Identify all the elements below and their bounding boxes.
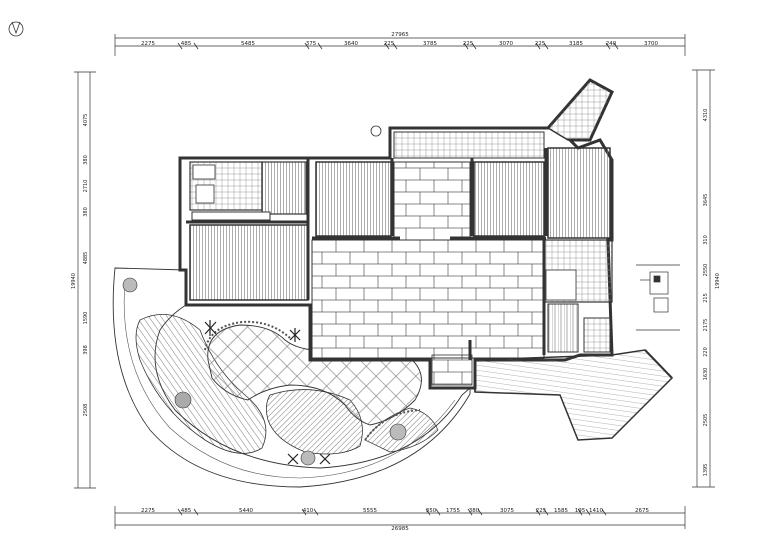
dim-top-seg: 225 <box>384 41 395 47</box>
dim-bottom-seg: 5440 <box>239 508 253 514</box>
tree-icon <box>122 277 138 293</box>
dim-top-seg: 485 <box>181 41 192 47</box>
dim-left-seg: 380 <box>83 207 89 217</box>
dim-top-seg: 375 <box>306 41 317 47</box>
dim-bottom-seg: 3075 <box>500 508 514 514</box>
room-floor-east <box>547 147 611 239</box>
foyer-floor <box>393 161 471 241</box>
dim-bottom-seg: 2275 <box>141 508 155 514</box>
tree-icon <box>174 391 192 409</box>
dim-bottom-seg: 2675 <box>635 508 649 514</box>
dim-right-seg: 3645 <box>703 194 709 207</box>
dim-left-seg: 2508 <box>83 404 89 417</box>
dim-right-seg: 1630 <box>703 368 709 381</box>
dim-top-seg: 2275 <box>141 41 155 47</box>
shrub-icon <box>204 320 217 336</box>
dim-left-total: 19940 <box>71 273 77 289</box>
dim-left-seg: 398 <box>83 345 89 355</box>
balcony-floor <box>393 131 545 159</box>
dim-top-seg: 225 <box>535 41 546 47</box>
dim-bottom-seg: 225 <box>536 508 547 514</box>
dim-left-seg: 1590 <box>83 312 89 325</box>
dim-left-seg: 2710 <box>83 180 89 193</box>
dim-top-seg: 225 <box>463 41 474 47</box>
living-floor <box>311 239 545 359</box>
top-dimension-labels: 27965 2275 485 5485 375 3640 225 3785 22… <box>141 32 658 47</box>
dimension-lines <box>74 34 715 529</box>
dim-right-seg: 4310 <box>703 109 709 122</box>
right-dimension-labels: 4310 3645 310 2550 215 2175 220 1630 250… <box>703 109 721 477</box>
tree-icon <box>300 450 316 466</box>
dim-top-seg: 3070 <box>499 41 513 47</box>
dim-top-seg: 3185 <box>569 41 583 47</box>
dim-top-seg: 240 <box>606 41 617 47</box>
shrub-icon <box>289 328 301 342</box>
dim-right-seg: 2175 <box>703 319 709 332</box>
dim-right-seg: 310 <box>703 235 709 245</box>
dim-right-seg: 1395 <box>703 464 709 477</box>
tree-icon <box>389 423 407 441</box>
dim-bottom-total: 26985 <box>391 526 409 532</box>
hall-floor <box>431 354 473 386</box>
dim-top-seg: 3700 <box>644 41 658 47</box>
shrub-icon <box>287 453 331 465</box>
dim-bottom-seg: 195 <box>575 508 586 514</box>
room-floor <box>473 161 545 237</box>
dim-bottom-seg: 5555 <box>363 508 377 514</box>
study-floor <box>315 161 392 237</box>
stair <box>547 303 579 353</box>
dim-bottom-seg: 410 <box>303 508 314 514</box>
dim-top-seg: 3640 <box>344 41 358 47</box>
bedroom-floor <box>189 224 309 301</box>
dim-bottom-seg: 350 <box>426 508 437 514</box>
dim-bottom-seg: 1585 <box>554 508 568 514</box>
left-dimension-labels: 4075 380 2710 380 4885 1590 398 2508 199… <box>71 114 89 417</box>
bottom-dimension-labels: 2275 485 5440 410 5555 350 1755 380 3075… <box>141 508 649 532</box>
dim-top-seg: 5485 <box>241 41 255 47</box>
garden-area <box>112 267 471 488</box>
dim-bottom-seg: 1410 <box>589 508 603 514</box>
north-arrow-icon <box>8 21 24 37</box>
balcony-wing <box>546 79 613 141</box>
dim-right-seg: 215 <box>703 293 709 303</box>
dim-right-total: 19940 <box>715 273 721 289</box>
dim-right-seg: 220 <box>703 347 709 357</box>
dim-right-seg: 2550 <box>703 264 709 277</box>
dim-top-total: 27965 <box>391 32 409 38</box>
dim-right-seg: 2505 <box>703 414 709 427</box>
dim-top-seg: 3785 <box>423 41 437 47</box>
dimension-ticks <box>177 42 619 516</box>
dim-left-seg: 4075 <box>83 114 89 127</box>
dim-bottom-seg: 485 <box>181 508 192 514</box>
building-outline <box>178 78 614 390</box>
deck-area <box>474 349 674 441</box>
dim-bottom-seg: 1755 <box>446 508 460 514</box>
dim-left-seg: 4885 <box>83 252 89 265</box>
dim-bottom-seg: 380 <box>469 508 480 514</box>
detail-inset <box>636 264 680 331</box>
dim-left-seg: 380 <box>83 155 89 165</box>
closet-floor <box>261 161 307 215</box>
